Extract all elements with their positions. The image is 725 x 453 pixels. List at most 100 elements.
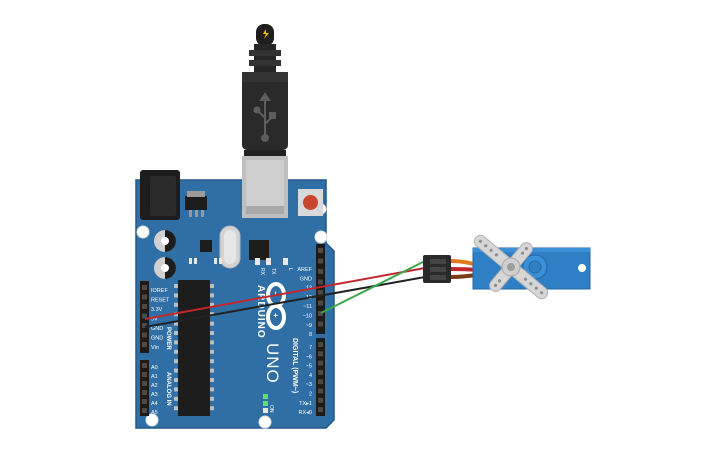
- header-socket[interactable]: [142, 323, 147, 328]
- header-socket[interactable]: [318, 397, 323, 403]
- header-socket[interactable]: [142, 294, 147, 300]
- pin-label: AREF: [297, 267, 312, 273]
- header-socket[interactable]: [142, 363, 147, 368]
- pin-label: 4: [309, 373, 312, 379]
- pin-label: Vin: [151, 345, 159, 351]
- horn-hole: [524, 247, 529, 251]
- mounting-hole: [578, 264, 586, 272]
- header-socket[interactable]: [318, 379, 323, 385]
- wires[interactable]: [144, 260, 426, 328]
- chip-pin: [210, 396, 214, 401]
- arduino-infinity-logo: − +: [266, 282, 286, 330]
- power-led: ON: [263, 394, 274, 413]
- header-socket[interactable]: [142, 285, 147, 290]
- header-socket[interactable]: [142, 313, 147, 319]
- pin-label: 2: [309, 392, 312, 398]
- mounting-hole: [314, 230, 328, 244]
- chip-pin: [174, 359, 178, 364]
- pin-label: ~3: [306, 382, 312, 388]
- header-socket[interactable]: [142, 381, 147, 386]
- chip-pin: [174, 368, 178, 373]
- pin-label: GND: [151, 326, 163, 332]
- servo-connector[interactable]: [423, 255, 481, 283]
- header-socket[interactable]: [142, 399, 147, 404]
- analog-header-title: ANALOG IN: [165, 372, 171, 406]
- header-socket[interactable]: [318, 258, 323, 264]
- chip-pin: [174, 284, 178, 288]
- header-socket[interactable]: [318, 300, 323, 306]
- pin-label: 5V: [151, 317, 158, 323]
- power-header-title: POWER: [165, 327, 171, 350]
- chip-pin: [210, 349, 214, 354]
- mounting-hole: [136, 225, 150, 239]
- model-label: UNO: [263, 343, 282, 384]
- header-socket[interactable]: [142, 304, 147, 309]
- usb-b-port: [242, 156, 288, 218]
- header-socket[interactable]: [318, 388, 323, 394]
- tx-label: TX: [270, 268, 276, 275]
- horn-hole: [529, 282, 533, 286]
- header-socket[interactable]: [318, 311, 323, 316]
- pin-label: A1: [151, 374, 158, 380]
- header-socket[interactable]: [318, 269, 323, 274]
- pin-label: A5: [151, 410, 158, 416]
- horn-hole: [489, 248, 493, 252]
- chip-pin: [210, 293, 214, 298]
- horn-hole: [478, 239, 482, 243]
- pin-label: ~10: [303, 314, 312, 320]
- servo-horn[interactable]: [456, 214, 565, 319]
- header-socket[interactable]: [142, 390, 147, 395]
- header-socket[interactable]: [142, 408, 147, 413]
- wire-red-5v[interactable]: [144, 267, 426, 320]
- header-socket[interactable]: [142, 372, 147, 377]
- chip-pin: [210, 368, 214, 373]
- pin-label: IOREF: [151, 288, 168, 294]
- smd-resistors: [189, 258, 222, 264]
- header-socket[interactable]: [318, 360, 323, 366]
- header-socket[interactable]: [318, 369, 323, 375]
- arduino-uno-board[interactable]: RX TX L − + ARDUINO UNO ON: [135, 156, 335, 429]
- brand-label: ARDUINO: [255, 285, 266, 339]
- pin-label: TX▸1: [299, 401, 312, 407]
- header-socket[interactable]: [318, 279, 323, 285]
- pin-label: 3.3V: [151, 307, 163, 313]
- chip-pin: [210, 340, 214, 345]
- chip-pin: [210, 387, 214, 392]
- wire-green-pin9[interactable]: [320, 260, 426, 314]
- usb-cable[interactable]: [242, 24, 288, 156]
- chip-pin: [210, 359, 214, 364]
- chip-pin: [210, 378, 214, 382]
- pin-label: A0: [151, 365, 158, 371]
- pin-label: ~11: [303, 304, 312, 310]
- lightning-icon: [263, 29, 269, 39]
- pin-label: GND: [151, 336, 163, 342]
- header-socket[interactable]: [318, 342, 323, 347]
- crystal-oscillator: [219, 225, 241, 269]
- horn-hole: [523, 277, 528, 281]
- horn-hole: [497, 279, 502, 283]
- chip-pin: [174, 378, 178, 382]
- header-socket[interactable]: [142, 342, 147, 347]
- chip-pin: [174, 340, 178, 345]
- header-socket[interactable]: [318, 290, 323, 295]
- mounting-hole: [145, 413, 159, 427]
- header-socket[interactable]: [142, 332, 147, 338]
- header-socket[interactable]: [318, 248, 323, 253]
- horn-hole: [493, 283, 498, 287]
- reset-button[interactable]: [298, 189, 323, 216]
- pin-label: ~9: [306, 323, 312, 329]
- servo-motor[interactable]: [456, 214, 591, 319]
- smd-chip: [200, 240, 212, 252]
- capacitor: [154, 257, 176, 279]
- chip-pin: [210, 406, 214, 411]
- header-socket[interactable]: [318, 321, 323, 327]
- digital-header-title: DIGITAL (PWM~): [291, 338, 298, 393]
- header-socket[interactable]: [318, 407, 323, 413]
- pin-label: A3: [151, 392, 158, 398]
- header-socket[interactable]: [318, 351, 323, 357]
- pin-label: 7: [309, 345, 312, 351]
- pin-label: GND: [300, 276, 312, 282]
- l-label: L: [287, 268, 293, 271]
